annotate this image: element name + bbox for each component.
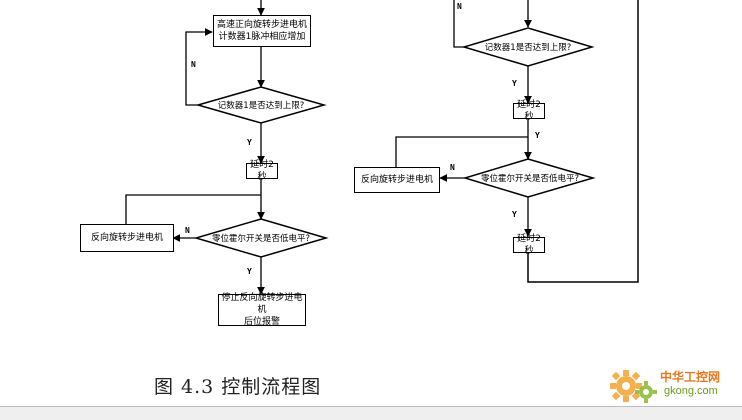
- process-box-delay: 延时2秒: [513, 100, 545, 122]
- label-no: N: [191, 60, 196, 69]
- reverse-return-line: [395, 136, 528, 167]
- process-box-reverse-motor: 反向旋转步进电机: [80, 224, 174, 252]
- gear-icon: [610, 370, 657, 403]
- decision-text-counter: 记数器1是否达到上限?: [484, 43, 572, 53]
- label-yes: Y: [247, 267, 252, 276]
- decision-text-hall: 零位霍尔开关是否低电平?: [480, 174, 580, 184]
- decision-text-counter: 记数器1是否达到上限?: [217, 101, 305, 111]
- label-yes: Y: [535, 131, 540, 140]
- no-loop-line: [185, 28, 213, 106]
- process-box-delay: 延时2秒: [246, 160, 278, 182]
- label-yes: Y: [512, 210, 517, 219]
- watermark-logo: 中华工控网 gkong.com: [604, 362, 740, 408]
- label-no: N: [450, 163, 455, 172]
- return-loop-line: [527, 0, 639, 283]
- label-yes: Y: [512, 79, 517, 88]
- process-box-reverse-motor: 反向旋转步进电机: [354, 167, 440, 193]
- reverse-return-line: [125, 194, 261, 224]
- watermark-name: 中华工控网: [660, 370, 721, 384]
- figure-caption: 图 4.3 控制流程图: [154, 376, 322, 398]
- process-box-stop-alarm: 停止反向旋转步进电机 后位报警: [218, 293, 306, 327]
- label-yes: Y: [247, 138, 252, 147]
- process-box-step-increase: 高速正向旋转步进电机 计数器1脉冲相应增加: [213, 15, 311, 47]
- bottom-scrollbar[interactable]: [0, 406, 742, 420]
- no-loop-line: [453, 0, 465, 48]
- decision-text-hall: 零位霍尔开关是否低电平?: [211, 234, 311, 244]
- process-box-delay: 延时2秒: [513, 234, 545, 256]
- label-no: N: [185, 226, 190, 235]
- label-no: N: [457, 2, 462, 11]
- watermark-url: gkong.com: [664, 385, 718, 397]
